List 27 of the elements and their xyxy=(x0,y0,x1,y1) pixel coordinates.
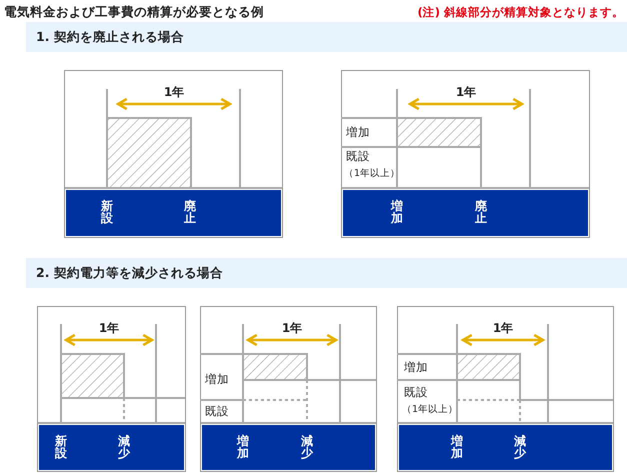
duration-label: 1年 xyxy=(456,86,476,100)
duration-label: 1年 xyxy=(164,86,184,100)
row-label: 増加 xyxy=(205,373,229,386)
timeline-event: 廃止 xyxy=(184,200,196,224)
timeline-event: 減少 xyxy=(118,435,130,459)
timeline-event: 増加 xyxy=(237,435,249,459)
title: 電気料金および工事費の精算が必要となる例 xyxy=(4,5,264,19)
row-label: 既設 xyxy=(404,386,428,399)
row-label: 増加 xyxy=(404,361,428,374)
duration-label: 1年 xyxy=(98,322,120,336)
row-label: 既設 xyxy=(346,150,370,163)
duration-label: 1年 xyxy=(282,322,302,336)
timeline-event: 増加 xyxy=(391,200,403,224)
row-note: （1年以上） xyxy=(344,169,400,180)
timeline-event: 廃止 xyxy=(475,200,487,224)
note: (注) 斜線部分が精算対象となります。 xyxy=(417,6,624,19)
row-label: 既設 xyxy=(205,405,229,418)
row-note: （1年以上） xyxy=(402,405,458,416)
section-heading: 1. 契約を廃止される場合 xyxy=(26,22,627,52)
row-label: 増加 xyxy=(346,126,370,139)
section-heading: 2. 契約電力等を減少される場合 xyxy=(26,258,627,288)
timeline-event: 新設 xyxy=(101,200,113,224)
timeline-event: 減少 xyxy=(301,435,313,459)
timeline-event: 増加 xyxy=(451,435,463,459)
timeline-event: 新設 xyxy=(55,435,67,459)
timeline-event: 減少 xyxy=(514,435,526,459)
duration-label: 1年 xyxy=(492,322,514,336)
